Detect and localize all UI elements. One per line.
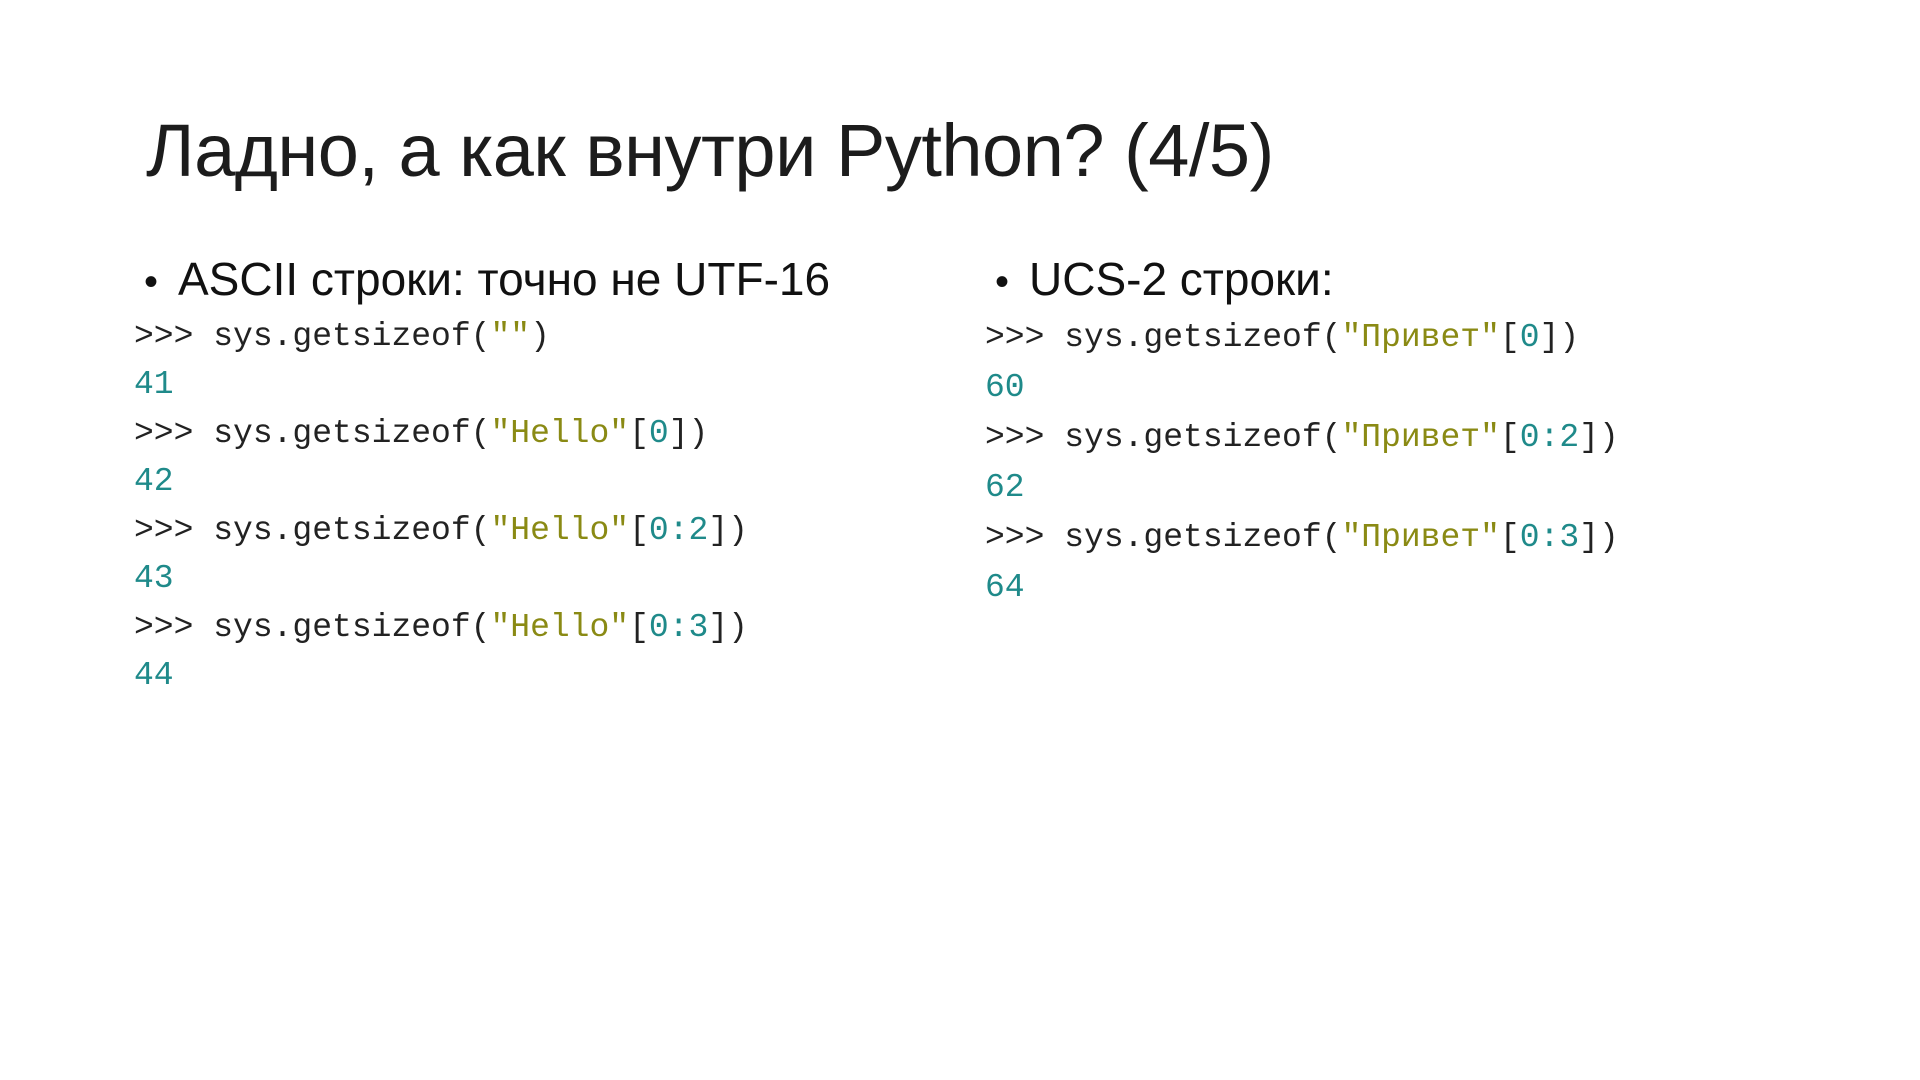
code-prompt: >>> (134, 512, 214, 550)
code-command: >>> sys.getsizeof("Привет"[0:2]) (985, 413, 1845, 463)
code-index: 0:2 (648, 512, 709, 550)
code-output: 62 (985, 469, 1025, 507)
code-index-open: [ (629, 609, 649, 647)
code-string: "Hello" (490, 609, 630, 647)
code-command: >>> sys.getsizeof("Привет"[0:3]) (985, 513, 1845, 563)
code-close: ) (728, 609, 748, 647)
code-call: sys.getsizeof( (1064, 319, 1342, 357)
code-close: ) (728, 512, 748, 550)
code-index-close: ] (1579, 419, 1599, 457)
code-command: >>> sys.getsizeof("Привет"[0]) (985, 313, 1845, 363)
code-close: ) (688, 415, 709, 453)
bullet-heading-ascii: ASCII строки: точно не UTF-16 (178, 253, 831, 305)
code-call: sys.getsizeof( (213, 512, 491, 550)
left-column: • ASCII строки: точно не UTF-16 >>> sys.… (134, 252, 954, 701)
code-command: >>> sys.getsizeof("") (134, 313, 954, 361)
code-index-close: ] (668, 415, 689, 453)
code-close: ) (1598, 419, 1619, 457)
code-string: "Hello" (490, 512, 630, 550)
code-prompt: >>> (134, 415, 214, 453)
code-index: 0 (648, 415, 669, 453)
right-column: • UCS-2 строки: >>> sys.getsizeof("Приве… (985, 252, 1845, 613)
code-string: "" (490, 318, 531, 356)
code-close: ) (1598, 519, 1619, 557)
code-string: "Привет" (1341, 419, 1500, 457)
code-prompt: >>> (985, 319, 1065, 357)
code-close: ) (1559, 319, 1580, 357)
code-index-open: [ (629, 415, 649, 453)
code-output: 60 (985, 369, 1025, 407)
code-index: 0:3 (1519, 519, 1580, 557)
code-string: "Привет" (1341, 519, 1500, 557)
code-string: "Hello" (490, 415, 630, 453)
code-index-close: ] (708, 512, 729, 550)
code-entry: >>> sys.getsizeof("Hello"[0]) 42 (134, 410, 954, 507)
code-index-open: [ (1499, 519, 1520, 557)
code-output: 43 (134, 560, 174, 598)
code-command: >>> sys.getsizeof("Hello"[0]) (134, 410, 954, 458)
code-prompt: >>> (134, 318, 214, 356)
bullet-ucs2: • UCS-2 строки: (995, 252, 1845, 307)
code-index-close: ] (1579, 519, 1599, 557)
code-call: sys.getsizeof( (213, 415, 491, 453)
code-prompt: >>> (985, 519, 1065, 557)
code-index-close: ] (708, 609, 729, 647)
code-close: ) (530, 318, 550, 356)
code-index-close: ] (1539, 319, 1560, 357)
code-output: 64 (985, 569, 1025, 607)
code-call: sys.getsizeof( (1064, 419, 1342, 457)
code-index-open: [ (629, 512, 649, 550)
code-block-ascii: >>> sys.getsizeof("") 41 >>> sys.getsize… (134, 313, 954, 701)
code-prompt: >>> (134, 609, 214, 647)
code-entry: >>> sys.getsizeof("Привет"[0]) 60 (985, 313, 1845, 413)
code-entry: >>> sys.getsizeof("") 41 (134, 313, 954, 410)
code-output: 42 (134, 463, 174, 501)
code-index: 0 (1519, 319, 1540, 357)
code-call: sys.getsizeof( (213, 609, 491, 647)
code-string: "Привет" (1341, 319, 1500, 357)
code-command: >>> sys.getsizeof("Hello"[0:3]) (134, 604, 954, 652)
code-output: 41 (134, 366, 174, 404)
code-index: 0:2 (1519, 419, 1580, 457)
code-output: 44 (134, 657, 174, 695)
code-index: 0:3 (648, 609, 709, 647)
code-prompt: >>> (985, 419, 1065, 457)
bullet-ascii: • ASCII строки: точно не UTF-16 (144, 252, 954, 307)
code-entry: >>> sys.getsizeof("Привет"[0:3]) 64 (985, 513, 1845, 613)
code-entry: >>> sys.getsizeof("Привет"[0:2]) 62 (985, 413, 1845, 513)
bullet-heading-ucs2: UCS-2 строки: (1029, 253, 1334, 305)
code-call: sys.getsizeof( (213, 318, 491, 356)
code-entry: >>> sys.getsizeof("Hello"[0:3]) 44 (134, 604, 954, 701)
bullet-dot-icon: • (995, 260, 1010, 304)
code-index-open: [ (1499, 419, 1520, 457)
slide-title: Ладно, а как внутри Python? (4/5) (146, 109, 1274, 192)
code-index-open: [ (1499, 319, 1520, 357)
bullet-dot-icon: • (144, 260, 159, 304)
code-entry: >>> sys.getsizeof("Hello"[0:2]) 43 (134, 507, 954, 604)
code-command: >>> sys.getsizeof("Hello"[0:2]) (134, 507, 954, 555)
code-block-ucs2: >>> sys.getsizeof("Привет"[0]) 60 >>> sy… (985, 313, 1845, 613)
code-call: sys.getsizeof( (1064, 519, 1342, 557)
